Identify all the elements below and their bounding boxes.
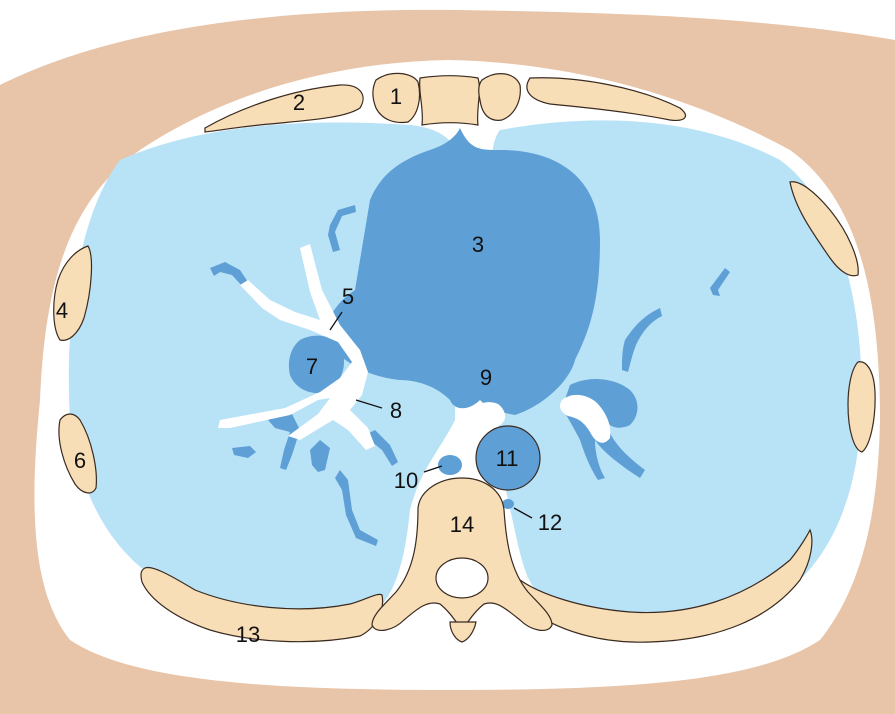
label-11: 11 <box>496 446 519 471</box>
label-2: 2 <box>293 90 305 115</box>
azygos-vein <box>438 455 462 475</box>
label-4: 4 <box>56 298 68 323</box>
label-3: 3 <box>472 232 484 257</box>
label-9: 9 <box>480 365 492 390</box>
label-13: 13 <box>236 622 260 647</box>
label-7: 7 <box>306 354 318 379</box>
label-8: 8 <box>390 398 402 423</box>
label-12: 12 <box>538 510 562 535</box>
sternum <box>420 76 480 125</box>
label-10: 10 <box>394 468 418 493</box>
label-6: 6 <box>74 448 86 473</box>
label-14: 14 <box>450 512 474 537</box>
label-5: 5 <box>342 284 354 309</box>
spinal-canal <box>436 558 488 598</box>
label-1: 1 <box>390 84 402 109</box>
